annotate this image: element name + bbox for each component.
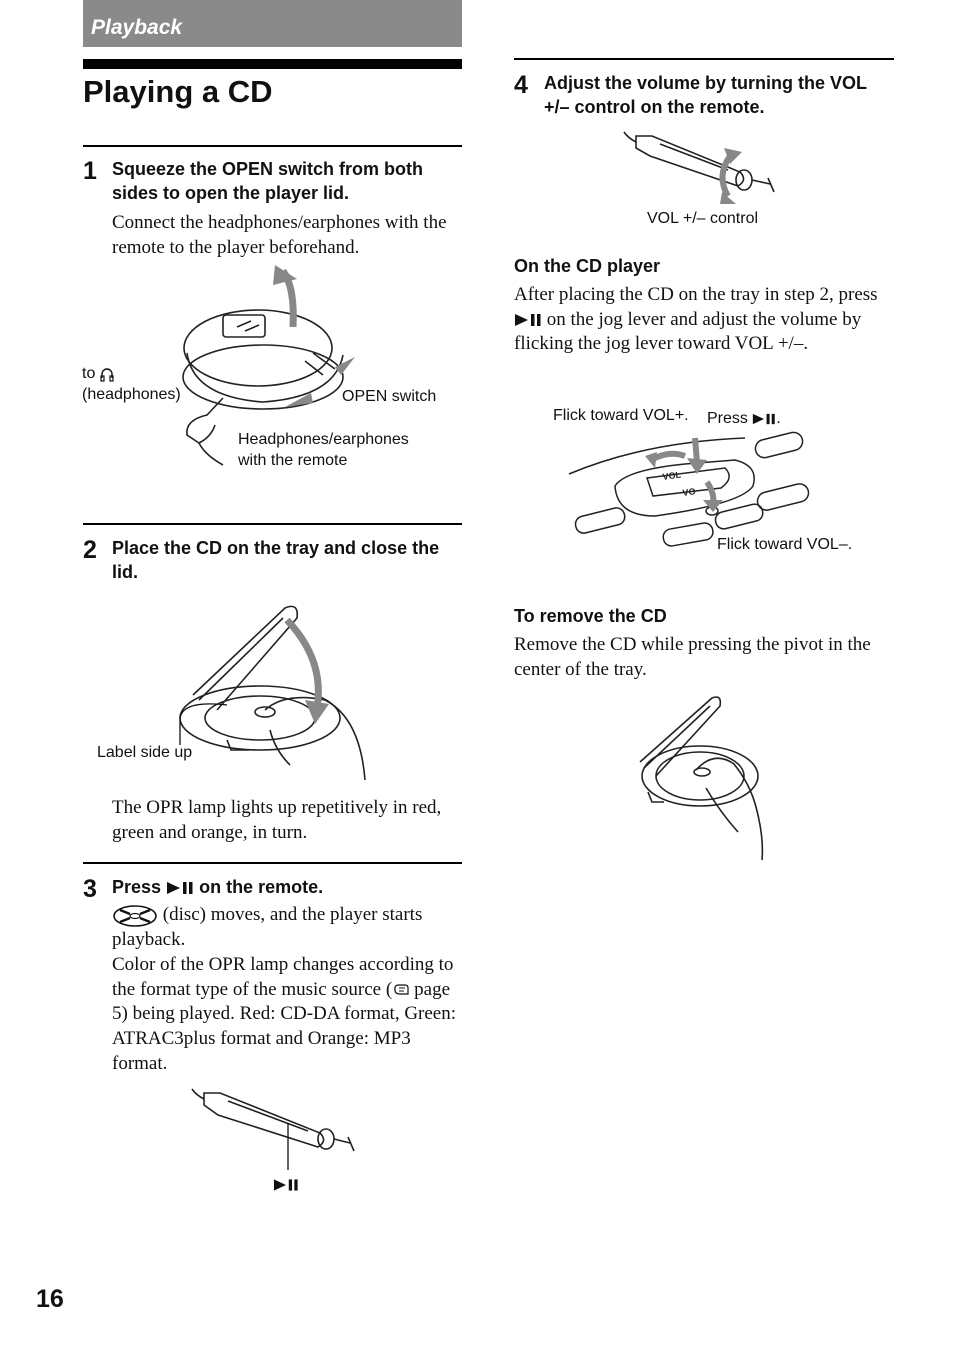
step4-illustration-remote-volume: [623, 131, 775, 204]
on-cd-player-body: After placing the CD on the tray in step…: [514, 284, 878, 355]
step3-number: 3: [83, 875, 97, 903]
remove-cd-illustration: [639, 696, 764, 861]
disc-icon: [113, 904, 157, 927]
page-number: 16: [36, 1285, 64, 1313]
jog-text-vo: VO: [682, 486, 696, 498]
page-title: Playing a CD: [83, 74, 273, 109]
jog-text-vol: VOL: [662, 469, 682, 482]
jog-lever-illustration: VOL VO: [568, 431, 810, 547]
play-pause-icon: [515, 314, 541, 327]
step4-label-vol-control: VOL +/– control: [647, 210, 759, 227]
step3-body-2: Color of the OPR lamp changes according …: [112, 954, 457, 1074]
step1-heading: Squeeze the OPEN switch from both sides …: [112, 159, 424, 203]
play-pause-icon: [273, 1179, 298, 1191]
step1-body: Connect the headphones/earphones with th…: [112, 212, 447, 258]
step1-label-remote-1: Headphones/earphones: [238, 431, 409, 448]
step2-rule: [83, 523, 462, 525]
page-reference-icon: [394, 984, 409, 995]
label-flick-vol-plus: Flick toward VOL+.: [553, 407, 689, 424]
step4-number: 4: [514, 71, 528, 99]
step1-number: 1: [83, 157, 97, 185]
section-label: Playback: [91, 16, 183, 39]
step3-body-1: (disc) moves, and the player starts play…: [112, 904, 423, 950]
remove-cd-body: Remove the CD while pressing the pivot i…: [514, 634, 871, 680]
step4-rule: [514, 58, 894, 60]
step1-label-open-switch: OPEN switch: [342, 388, 437, 405]
remove-cd-heading: To remove the CD: [514, 606, 667, 626]
step1-label-to: to: [82, 363, 114, 384]
step1-illustration-player-open: [182, 265, 355, 466]
step1-label-remote-2: with the remote: [238, 452, 348, 469]
step2-illustration-insert-cd: [179, 605, 366, 781]
label-flick-vol-minus: Flick toward VOL–.: [717, 536, 853, 553]
step4-heading: Adjust the volume by turning the VOL +/–…: [544, 73, 867, 117]
headphones-icon: [100, 368, 114, 382]
step3-heading: Press on the remote.: [112, 877, 324, 897]
play-pause-icon: [167, 882, 193, 895]
step1-rule: [83, 145, 462, 147]
play-pause-icon: [753, 413, 776, 424]
step2-number: 2: [83, 536, 97, 564]
step2-body: The OPR lamp lights up repetitively in r…: [112, 797, 442, 843]
step3-rule: [83, 862, 462, 864]
title-rule: [83, 59, 462, 69]
step2-heading: Place the CD on the tray and close the l…: [112, 538, 440, 582]
section-banner: Playback: [83, 0, 462, 47]
on-cd-player-heading: On the CD player: [514, 256, 661, 276]
step2-label-side-up: Label side up: [97, 744, 193, 761]
label-press: Press .: [707, 410, 781, 427]
step3-illustration-remote: [191, 1088, 355, 1170]
step1-label-headphones: (headphones): [82, 386, 181, 403]
